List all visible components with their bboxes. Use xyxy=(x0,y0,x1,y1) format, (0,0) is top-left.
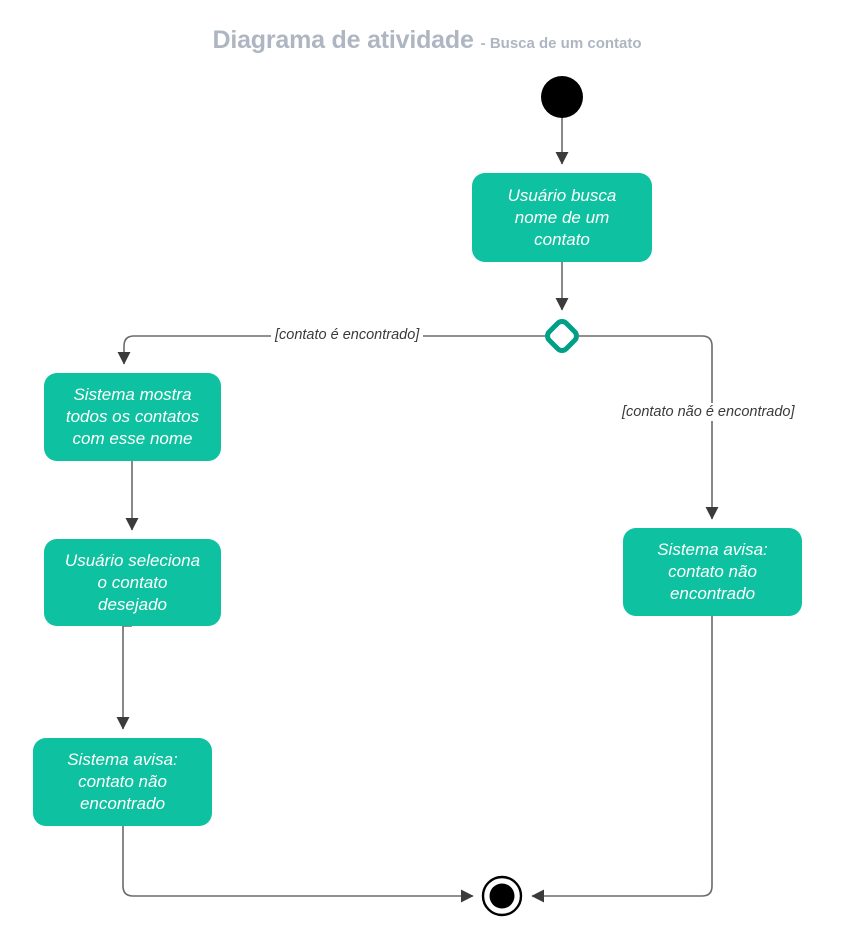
activity-node-show-all-contacts[interactable]: Sistema mostra todos os contatos com ess… xyxy=(44,373,221,461)
activity-label-notify-not-found-right: Sistema avisa: contato não encontrado xyxy=(657,540,768,603)
initial-node xyxy=(541,76,583,118)
edge-notify-right-to-final xyxy=(531,616,713,903)
activity-node-search[interactable]: Usuário busca nome de um contato xyxy=(472,173,652,262)
edge-decision-to-notify-right xyxy=(579,335,719,520)
edge-notify-left-to-final xyxy=(122,826,474,903)
final-node xyxy=(481,875,523,917)
edge-layer xyxy=(116,118,719,903)
guard-label-contact-found: [contato é encontrado] xyxy=(271,326,424,344)
activity-node-select-contact[interactable]: Usuário seleciona o contato desejado xyxy=(44,539,221,626)
decision-node xyxy=(545,319,579,353)
activity-node-notify-not-found-left[interactable]: Sistema avisa: contato não encontrado xyxy=(33,738,212,826)
activity-label-show-all-contacts: Sistema mostra todos os contatos com ess… xyxy=(65,385,200,448)
diagram-title-main: Diagrama de atividade xyxy=(212,26,474,54)
diagram-title-subtitle: - Busca de um contato xyxy=(480,35,642,52)
page-title: Diagrama de atividade - Busca de um conta… xyxy=(0,26,854,55)
edge-select-to-notify-left xyxy=(116,625,132,730)
activity-label-select-contact: Usuário seleciona o contato desejado xyxy=(64,550,201,614)
edge-decision-to-show-all xyxy=(117,335,545,365)
activity-node-notify-not-found-right[interactable]: Sistema avisa: contato não encontrado xyxy=(623,528,802,616)
activity-label-search: Usuário busca nome de um contato xyxy=(507,185,617,249)
activity-label-notify-not-found-left: Sistema avisa: contato não encontrado xyxy=(67,750,178,813)
guard-label-contact-not-found: [contato não é encontrado] xyxy=(618,403,799,421)
